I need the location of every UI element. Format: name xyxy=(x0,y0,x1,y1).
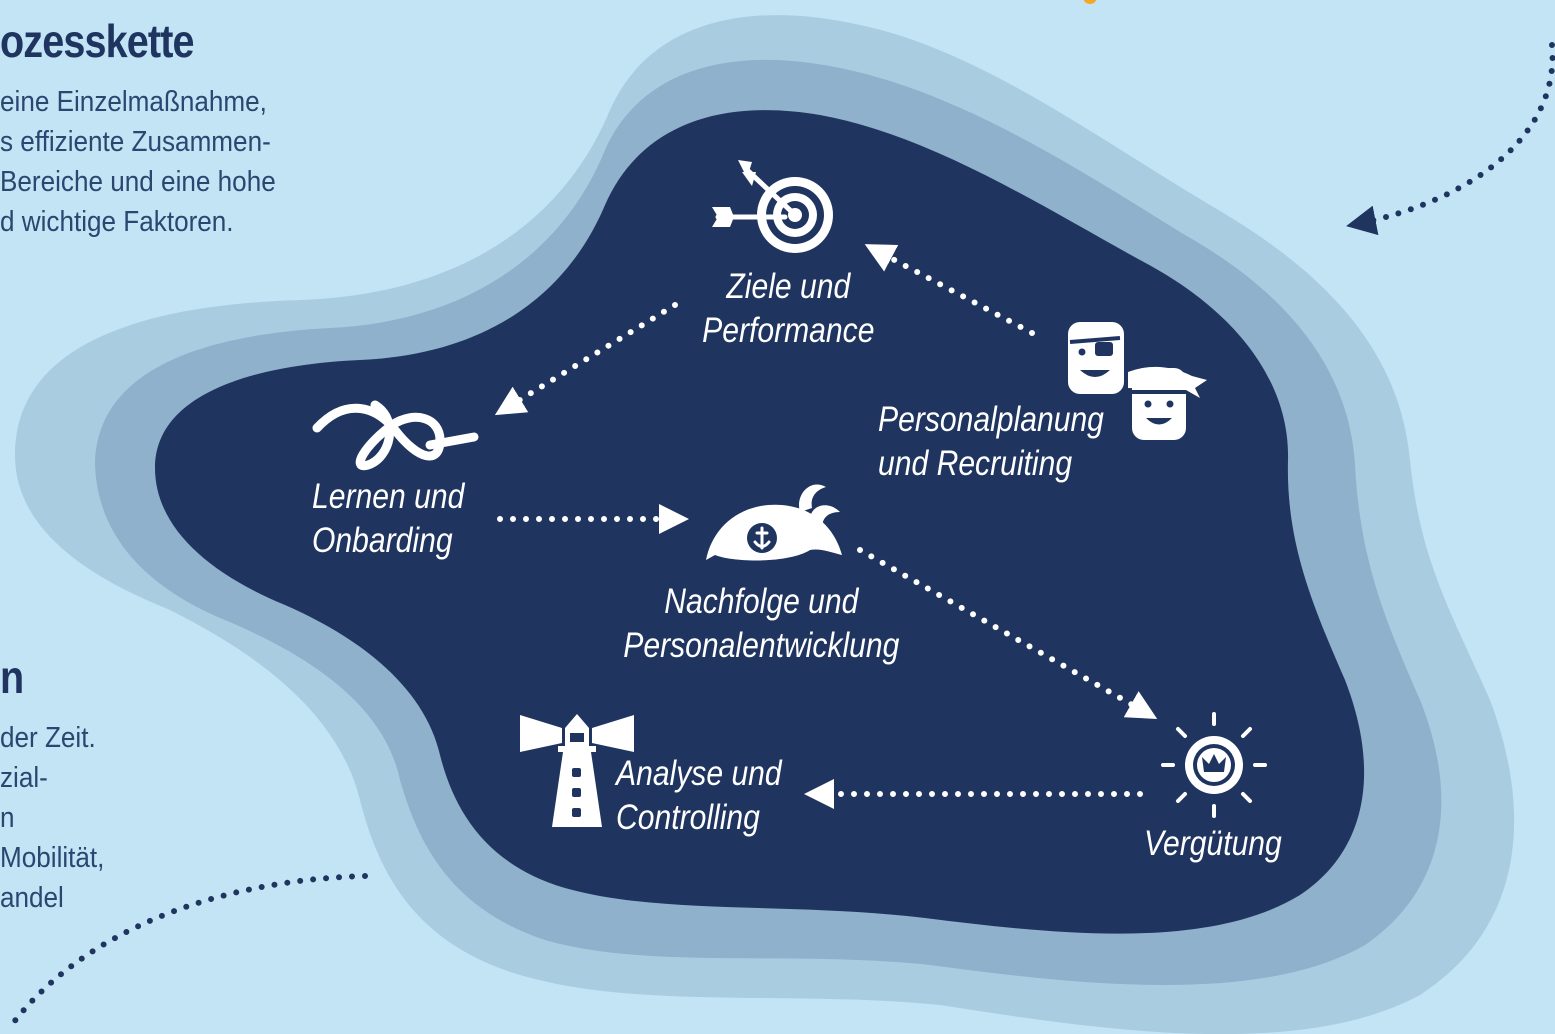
coin-icon xyxy=(1161,712,1267,818)
node-label-line: Onbarding xyxy=(312,521,453,560)
section2-line: andel xyxy=(0,882,64,914)
section1-line: d wichtige Faktoren. xyxy=(0,206,234,238)
section1-text: eine Einzelmaßnahme, s effiziente Zusamm… xyxy=(0,82,276,242)
node-label-line: Vergütung xyxy=(1144,824,1282,863)
section1-heading: ozesskette xyxy=(0,15,195,67)
section2-line: der Zeit. xyxy=(0,722,96,754)
node-label-line: Performance xyxy=(702,311,875,350)
section1-line: Bereiche und eine hohe xyxy=(0,166,276,198)
node-label-nachfolge: Nachfolge und Personalentwicklung xyxy=(616,580,907,668)
node-label-line: Nachfolge und xyxy=(664,582,859,621)
decorative-dotted-path-bottom-left xyxy=(5,873,368,1033)
flow-arrow-personal-to-ziele xyxy=(864,244,1035,336)
node-label-line: Controlling xyxy=(616,798,760,837)
flow-arrow-ziele-to-lernen xyxy=(494,302,678,416)
pirates-icon xyxy=(1068,322,1207,440)
node-label-personal: Personalplanung und Recruiting xyxy=(878,398,1104,486)
accent-dot xyxy=(1083,0,1097,4)
pirate-hat-icon xyxy=(706,484,842,561)
node-label-line: und Recruiting xyxy=(878,444,1073,483)
section2-line: n xyxy=(0,802,15,834)
node-label-verguetung: Vergütung xyxy=(1144,822,1282,866)
section2-heading: n xyxy=(0,651,24,703)
node-label-lernen: Lernen und Onbarding xyxy=(312,475,464,563)
section2-line: Mobilität, xyxy=(0,842,105,874)
knot-icon xyxy=(312,400,479,471)
node-label-line: Ziele und xyxy=(726,267,851,306)
decorative-dotted-path-top-right xyxy=(1346,42,1555,236)
node-label-line: Personalplanung xyxy=(878,400,1104,439)
node-label-analyse: Analyse und Controlling xyxy=(616,752,782,840)
flow-arrow-nachfolge-to-verguetung xyxy=(857,547,1158,719)
section2-line: zial- xyxy=(0,762,48,794)
lighthouse-icon xyxy=(520,714,634,827)
section2-text: der Zeit. zial- n Mobilität, andel xyxy=(0,718,104,918)
section1-line: s effiziente Zusammen- xyxy=(0,126,271,158)
node-label-line: Lernen und xyxy=(312,477,465,516)
node-label-line: Analyse und xyxy=(616,754,782,793)
node-label-ziele: Ziele und Performance xyxy=(698,265,879,353)
target-icon xyxy=(712,160,833,253)
section1-line: eine Einzelmaßnahme, xyxy=(0,86,267,118)
node-label-line: Personalentwicklung xyxy=(623,626,900,665)
